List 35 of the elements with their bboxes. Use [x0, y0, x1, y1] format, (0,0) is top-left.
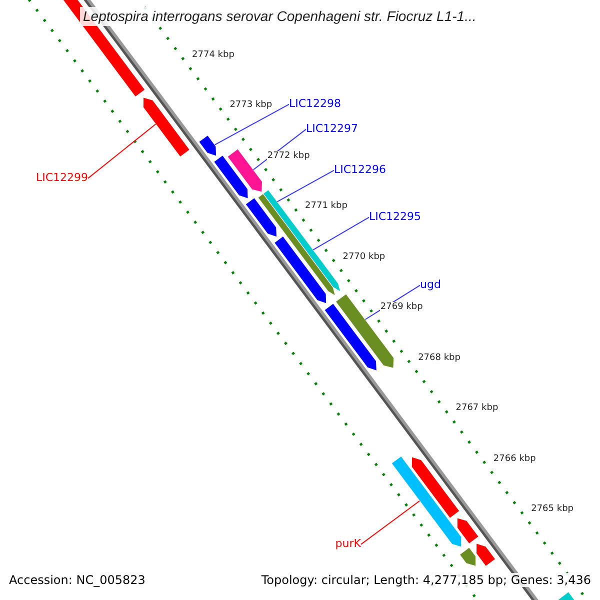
gene-block	[476, 543, 496, 567]
gene-block	[142, 96, 190, 158]
scale-label: 2773 kbp	[230, 100, 272, 112]
info-text: Topology: circular; Length: 4,277,185 bp; Genes: 3,436	[261, 573, 591, 588]
scale-label: 2768 kbp	[418, 352, 460, 364]
scale-label: 2772 kbp	[267, 150, 310, 162]
gene-block	[245, 197, 278, 238]
scale-label: 2765 kbp	[531, 504, 574, 515]
gene-block	[324, 302, 378, 372]
leader-line	[360, 500, 420, 545]
gene-label: LIC12299	[36, 171, 88, 184]
gene-label: LIC12295	[369, 210, 422, 224]
gene-block	[456, 517, 480, 544]
scale-label: 2769 kbp	[380, 302, 423, 313]
leader-line	[88, 124, 156, 179]
gene-label: ugd	[420, 278, 441, 292]
gene-label: LIC12297	[306, 122, 358, 136]
scale-label: 2767 kbp	[456, 403, 498, 414]
gene-block	[459, 546, 476, 567]
gene-block	[226, 148, 263, 192]
gene-block	[274, 236, 327, 304]
scale-label: 2766 kbp	[493, 454, 536, 464]
gene-label: LIC12296	[334, 163, 386, 176]
scale-label: 2771 kbp	[305, 201, 348, 212]
scale-label: 2774 kbp	[192, 50, 234, 61]
gene-label: LIC12298	[289, 97, 342, 110]
gene-block	[198, 134, 217, 157]
gene-block	[213, 154, 248, 200]
info-text: Accession: NC_005823	[9, 573, 146, 588]
leader-line	[214, 104, 290, 146]
gene-block	[411, 456, 460, 519]
gene-block	[391, 456, 462, 548]
leader-line	[312, 216, 370, 250]
gene-label: purK	[335, 537, 361, 550]
scale-label: 2770 kbp	[342, 252, 386, 262]
